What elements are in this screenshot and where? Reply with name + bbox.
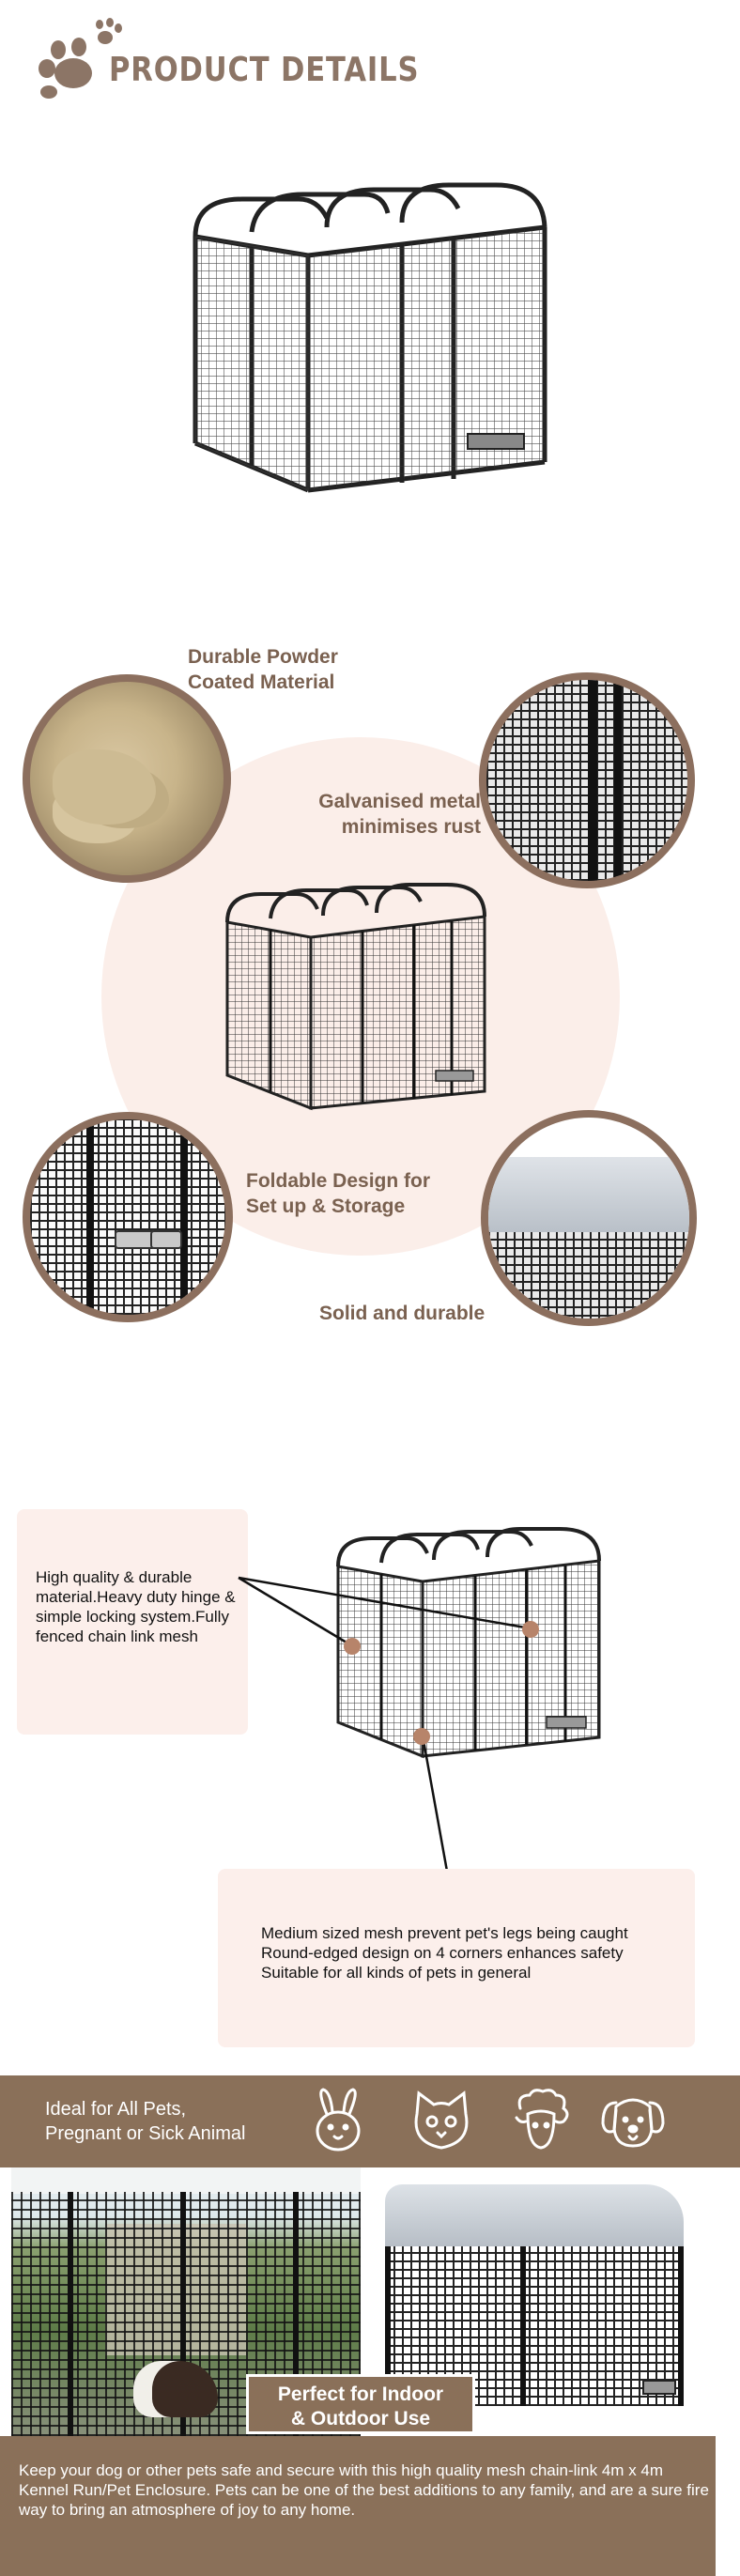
- description-band: [0, 2436, 716, 2576]
- description-text: Keep your dog or other pets safe and sec…: [19, 2461, 709, 2519]
- feature-label-solid: Solid and durable: [319, 1303, 486, 1324]
- callout-pointer-lines: [238, 1576, 532, 1877]
- powder-coating-photo: [23, 674, 231, 883]
- ideal-line-2: Pregnant or Sick Animal: [45, 2123, 246, 2144]
- sheep-icon: [505, 2086, 577, 2157]
- callout-box-bottom: Medium sized mesh prevent pet's legs bei…: [218, 1869, 695, 2047]
- dog-figure: [133, 2361, 218, 2417]
- badge-line-1: Perfect for Indoor: [277, 2383, 444, 2405]
- dog-icon: [597, 2086, 669, 2157]
- callout-box-left: High quality & durable material.Heavy du…: [17, 1509, 248, 1735]
- callout-bottom-line-2: Round-edged design on 4 corners enhances…: [261, 1944, 624, 1962]
- kennel-main-image: [186, 180, 552, 509]
- callout-bottom-line-3: Suitable for all kinds of pets in genera…: [261, 1964, 532, 1982]
- callout-dot-2: [522, 1621, 539, 1638]
- feature-label-durable: Durable Powder Coated Material: [188, 646, 338, 693]
- kennel-callout-image: [334, 1525, 603, 1771]
- paw-logo-icon: [21, 17, 133, 101]
- gate-bowl-photo: [23, 1112, 233, 1322]
- callout-left-text: High quality & durable material.Heavy du…: [36, 1568, 236, 1645]
- galvanised-mesh-photo: [479, 672, 695, 888]
- callout-dot-3: [413, 1728, 430, 1745]
- feature-label-galvanised: Galvanised metal minimises rust: [318, 791, 481, 838]
- ideal-text: Ideal for All Pets, Pregnant or Sick Ani…: [45, 2097, 245, 2146]
- ideal-band: [0, 2075, 740, 2167]
- ideal-line-1: Ideal for All Pets,: [45, 2099, 187, 2120]
- feature-label-foldable: Foldable Design for Set up & Storage: [246, 1170, 431, 1217]
- callout-bottom-line-1: Medium sized mesh prevent pet's legs bei…: [261, 1924, 628, 1942]
- roof-cover-photo: [481, 1110, 697, 1326]
- page-title: PRODUCT DETAILS: [109, 51, 420, 89]
- callout-dot-1: [344, 1638, 361, 1655]
- badge-line-2: & Outdoor Use: [290, 2408, 431, 2429]
- outdoor-kennel-photo: [11, 2167, 361, 2436]
- kennel-center-image: [222, 883, 489, 1127]
- cat-icon: [406, 2086, 477, 2157]
- indoor-outdoor-badge: Perfect for Indoor & Outdoor Use: [246, 2374, 475, 2434]
- rabbit-icon: [302, 2086, 374, 2157]
